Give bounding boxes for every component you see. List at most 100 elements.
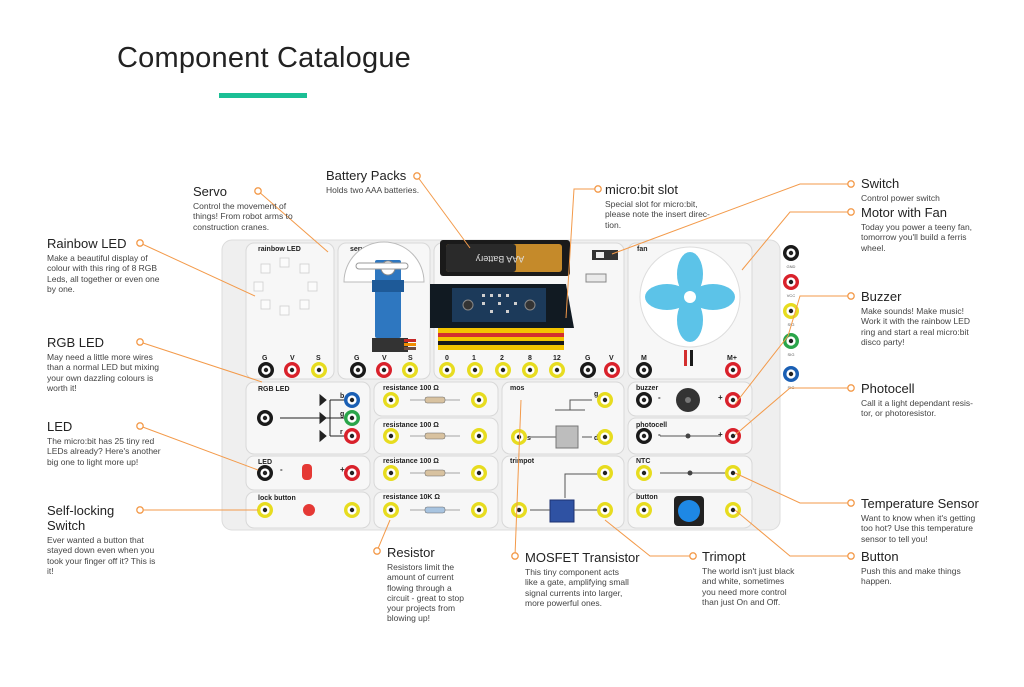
servo-icon: [343, 241, 425, 352]
jack-hole: [554, 367, 560, 373]
callout-mosfet: MOSFET Transistor This tiny component ac…: [525, 550, 640, 608]
label-led: LED: [258, 459, 272, 466]
callout-photocell-title: Photocell: [861, 381, 915, 396]
callout-buzzer-desc: Make sounds! Make music! Work it with th…: [861, 306, 970, 347]
jack-hole: [641, 433, 647, 439]
callout-button: Button Push this and make things happen.: [861, 549, 961, 587]
pin-label-1: 1: [472, 355, 476, 362]
module-rainbow-led: [245, 242, 335, 380]
jack-hole: [476, 397, 482, 403]
jack-hole: [349, 470, 355, 476]
jack-hole: [602, 397, 608, 403]
jack-hole: [730, 397, 736, 403]
jack-hole: [476, 470, 482, 476]
callout-rainbow-title: Rainbow LED: [47, 236, 127, 251]
push-button-icon: [674, 496, 704, 526]
side-label-vcc: VCC: [787, 293, 796, 298]
rainbow-led-ring-icon: [253, 257, 318, 316]
callout-switch-title: Switch: [861, 176, 900, 191]
jack-hole: [349, 397, 355, 403]
battery-label: AAA Battery: [475, 254, 524, 264]
callout-temp: Temperature Sensor Want to know when it'…: [861, 496, 979, 544]
callout-selflock-desc: Ever wanted a button that stayed down ev…: [47, 535, 156, 576]
rgb-led-diodes-icon: [280, 393, 345, 443]
callout-trimpot: Trimopt The world isn't just black and w…: [702, 549, 794, 607]
callout-motor-desc: Today you power a teeny fan, tomorrow yo…: [861, 222, 973, 253]
power-switch-icon: [585, 250, 618, 283]
callout-temp-desc: Want to know when it's getting too hot? …: [861, 513, 976, 544]
jack-hole: [388, 507, 394, 513]
mos-d-label: d: [594, 435, 598, 442]
buzzer-plus-label: +: [718, 393, 723, 402]
led-minus-label: -: [280, 465, 283, 474]
callout-led-title: LED: [47, 419, 73, 434]
callout-switch-desc: Control power switch: [861, 193, 940, 203]
label-resistance-2: resistance 100 Ω: [383, 422, 439, 429]
jack-hole: [602, 434, 608, 440]
jack-hole: [444, 367, 450, 373]
jack-hole: [262, 415, 268, 421]
servo-pin-s: S: [408, 355, 413, 362]
jack-hole: [609, 367, 615, 373]
jack-hole: [641, 367, 647, 373]
jack-hole: [730, 470, 736, 476]
callout-microbit-desc: Special slot for micro:bit, please note …: [605, 199, 710, 230]
jack-hole: [641, 507, 647, 513]
callout-rainbow: Rainbow LED Make a beautiful display of …: [47, 236, 159, 294]
callout-motor-title: Motor with Fan: [861, 205, 947, 220]
callout-photocell: Photocell Call it a light dependant resi…: [861, 381, 973, 419]
buzzer-minus-label: -: [658, 393, 661, 402]
callout-selflock-title: Self-locking Switch: [47, 503, 115, 533]
callout-microbit-title: micro:bit slot: [605, 182, 678, 197]
label-trimpot: trimpot: [510, 458, 535, 465]
ntc-icon: [660, 470, 725, 476]
jack-hole: [788, 371, 794, 377]
label-fan: fan: [637, 246, 648, 253]
jack-hole: [388, 470, 394, 476]
callout-mosfet-title: MOSFET Transistor: [525, 550, 640, 565]
label-resistance-3: resistance 100 Ω: [383, 458, 439, 465]
rainbow-pin-g: G: [262, 355, 268, 362]
jack-hole: [527, 367, 533, 373]
jack-hole: [788, 250, 794, 256]
callout-buzzer: Buzzer Make sounds! Make music! Work it …: [861, 289, 970, 347]
callout-servo: Servo Control the movement of things! Fr…: [193, 184, 293, 232]
label-lock-button: lock button: [258, 495, 296, 502]
photocell-icon: [660, 433, 720, 439]
jack-hole: [476, 433, 482, 439]
callout-temp-title: Temperature Sensor: [861, 496, 979, 511]
pin-label-0: 0: [445, 355, 449, 362]
rgb-g-label: g: [340, 411, 344, 418]
fan-pin-m: M: [641, 355, 647, 362]
callout-resistor-title: Resistor: [387, 545, 435, 560]
trimpot-icon: [530, 473, 605, 523]
callout-rgb: RGB LED May need a little more wires tha…: [47, 335, 159, 393]
callout-rainbow-desc: Make a beautiful display of colour with …: [47, 253, 160, 294]
jack-hole: [788, 308, 794, 314]
mos-g-label: g: [594, 391, 598, 398]
jack-hole: [316, 367, 322, 373]
label-photocell: photocell: [636, 422, 667, 429]
jack-hole: [730, 507, 736, 513]
jack-hole: [641, 470, 647, 476]
callout-resistor: Resistor Resistors limit the amount of c…: [387, 545, 464, 624]
power-pin-v: V: [609, 355, 614, 362]
label-resistance-1: resistance 100 Ω: [383, 385, 439, 392]
callout-resistor-desc: Resistors limit the amount of current fl…: [387, 562, 465, 624]
label-button: button: [636, 494, 658, 501]
label-rainbow-led: rainbow LED: [258, 246, 301, 253]
callout-trimpot-title: Trimopt: [702, 549, 746, 564]
callout-trimpot-desc: The world isn't just black and white, so…: [702, 566, 795, 607]
jack-hole: [407, 367, 413, 373]
leader-lines: [139, 175, 851, 557]
callout-battery: Battery Packs Holds two AAA batteries.: [326, 168, 419, 195]
jack-hole: [349, 507, 355, 513]
callout-rgb-desc: May need a little more wires than a norm…: [47, 352, 159, 393]
callout-buzzer-title: Buzzer: [861, 289, 902, 304]
fan-pin-mplus: M+: [727, 355, 737, 362]
rgb-b-label: b: [340, 393, 344, 400]
photocell-minus-label: -: [658, 430, 661, 439]
callout-servo-desc: Control the movement of things! From rob…: [193, 201, 293, 232]
photocell-plus-label: +: [718, 430, 723, 439]
side-label-sig-2: SIG: [788, 352, 795, 357]
